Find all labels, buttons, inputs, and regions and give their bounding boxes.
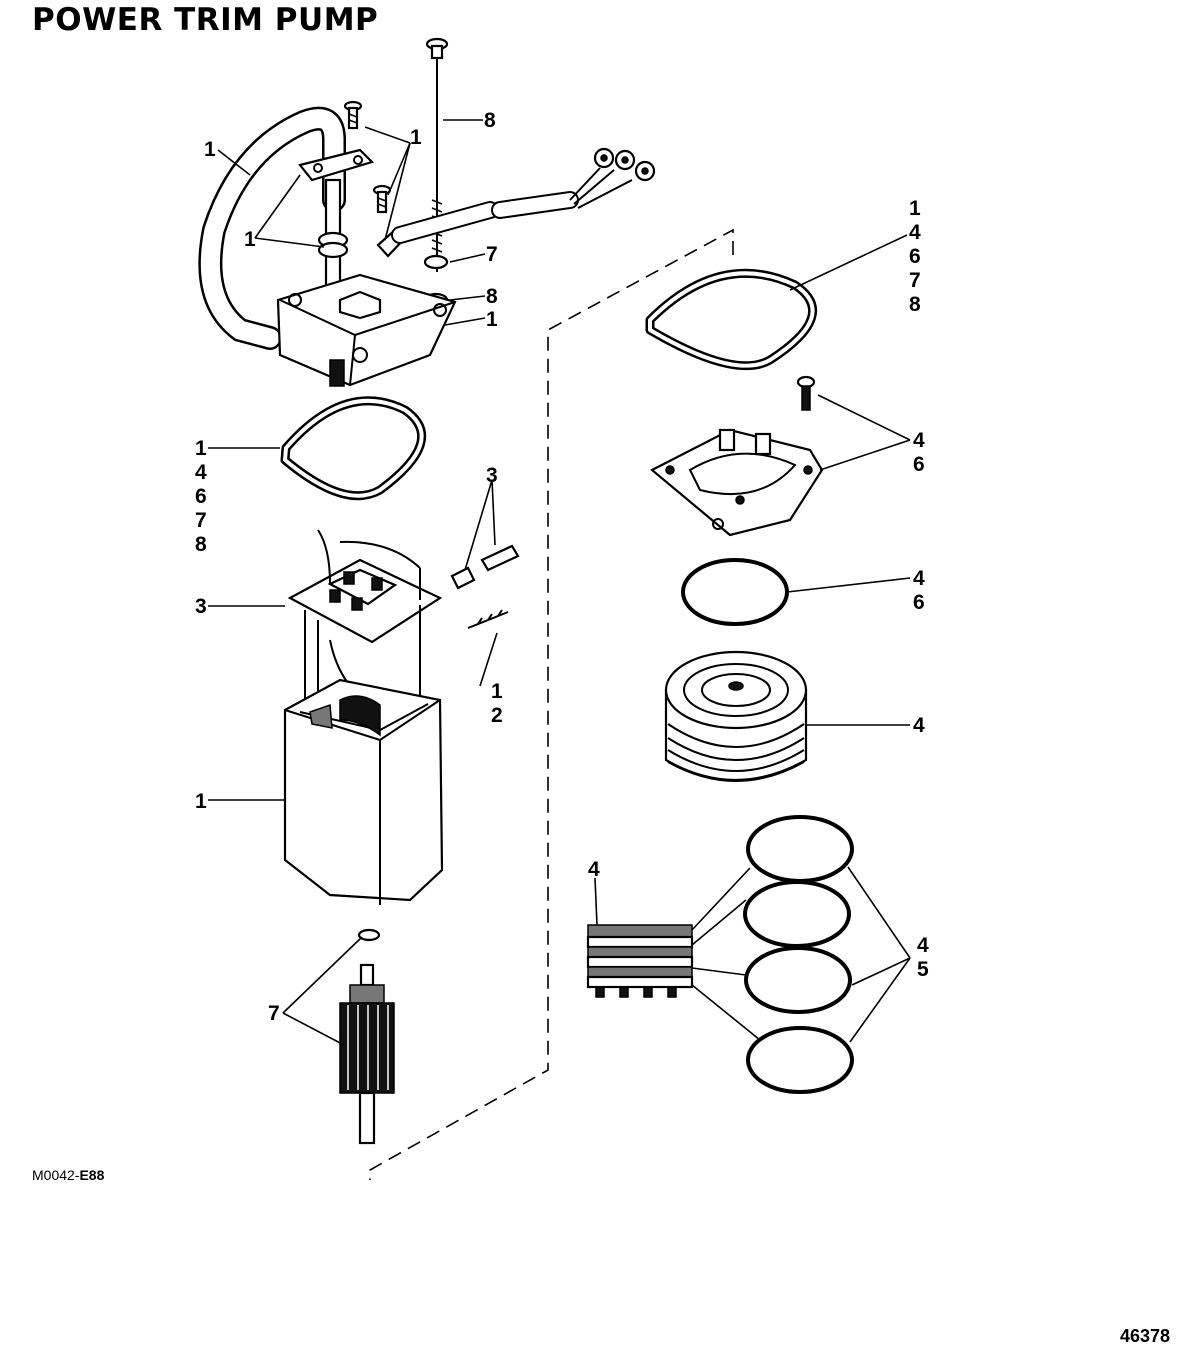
dashed-alignment-line [369, 228, 734, 1180]
wire-harness-part [376, 147, 656, 258]
brush-plate-part [287, 529, 443, 711]
armature-part [339, 963, 395, 1145]
seal-ring-part [746, 815, 854, 883]
figure-number: 46378 [1120, 1326, 1170, 1346]
callout-label: 1 4 6 7 8 [909, 197, 927, 316]
seal-ring-part [746, 1026, 854, 1094]
callout-label: 3 [486, 464, 498, 487]
callout-label: 1 [195, 790, 207, 813]
pump-end-cap-part [276, 273, 457, 387]
seal-ring-part [744, 946, 852, 1014]
pump-housing-part [650, 428, 824, 537]
pump-rotor-part [664, 650, 808, 782]
drawing-code: M0042-E88 [32, 1167, 105, 1183]
thrust-washer-part [357, 928, 381, 942]
ring-leader-lines [691, 867, 761, 1041]
motor-frame-part [283, 678, 444, 905]
callout-label: 1 4 6 7 8 [195, 437, 213, 556]
o-ring-part [681, 558, 789, 626]
callout-label: 1 2 [491, 680, 509, 727]
long-screw-part [425, 37, 449, 272]
seal-ring-part [743, 880, 851, 948]
page-title: POWER TRIM PUMP [32, 2, 379, 38]
callout-label: 8 [484, 109, 496, 132]
right-gasket-part [645, 268, 818, 371]
callout-label: 4 5 [917, 934, 935, 981]
brush-spring-part [467, 609, 509, 629]
washer-part [423, 254, 449, 270]
callout-label: 8 [486, 285, 498, 308]
callout-label: 1 [204, 138, 216, 161]
mid-screw-part [372, 184, 392, 214]
callout-leader-lines [208, 119, 911, 1046]
callout-label: 4 [913, 714, 925, 737]
left-gasket-part [280, 396, 427, 501]
callout-label: 7 [268, 1002, 280, 1025]
check-valve-stack-part [586, 924, 694, 998]
brush-set-part [450, 544, 520, 590]
callout-label: 4 [588, 858, 600, 881]
housing-screw-part [796, 375, 816, 411]
callout-label: 4 6 [913, 429, 931, 476]
callout-label: 1 [244, 228, 256, 251]
callout-label: 1 [410, 126, 422, 149]
top-screw-part [343, 100, 363, 130]
callout-label: 4 6 [913, 567, 931, 614]
callout-label: 7 [486, 243, 498, 266]
callout-label: 1 [486, 308, 498, 331]
callout-label: 3 [195, 595, 207, 618]
